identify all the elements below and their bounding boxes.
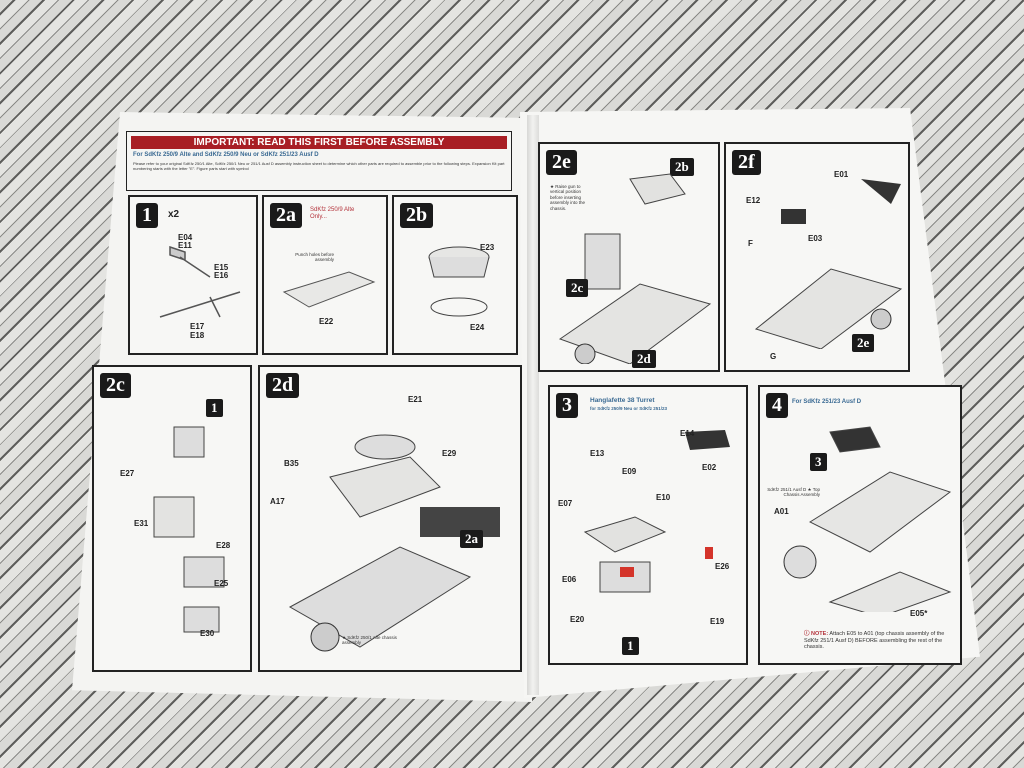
part-label: E10: [656, 493, 671, 502]
part-label: E24: [470, 323, 485, 332]
part-label: E28: [216, 541, 231, 550]
reference-badge: 2b: [670, 158, 694, 176]
halftrack-assembly-drawing: [558, 173, 712, 364]
step-number: 4: [766, 393, 788, 418]
note-text: Attach E05 to A01 (top chassis assembly …: [804, 631, 945, 651]
step-1-panel: 1 x2 E04 E11 E15 E16 E17 E18: [128, 195, 258, 355]
step-note: ★ Raise gun to vertical position before …: [550, 184, 586, 211]
warning-icon: ⓘ: [804, 631, 810, 637]
part-label: E21: [408, 395, 423, 404]
reference-badge: 2c: [566, 279, 589, 297]
part-label: E22: [319, 317, 334, 326]
punch-note: Punch holes before assembly: [295, 252, 334, 263]
part-label: E27: [120, 469, 135, 478]
part-label: E01: [834, 170, 849, 179]
part-label: A01: [774, 507, 789, 516]
header-title: IMPORTANT: READ THIS FIRST BEFORE ASSEMB…: [131, 136, 507, 149]
part-label: E03: [808, 234, 823, 243]
part-label: A17: [270, 497, 285, 506]
step-3-panel: 3 Hanglafette 38 Turret for SdKfz 250/9 …: [548, 385, 748, 665]
part-label: F: [748, 239, 753, 248]
step-number: 2e: [546, 150, 577, 175]
reference-badge: 2a: [460, 530, 483, 548]
reference-badge: 1: [622, 637, 639, 655]
step-2f-panel: 2f E01 E12 E03 F G 2e: [724, 142, 910, 372]
multiplier: x2: [168, 209, 180, 220]
halftrack-hull-drawing: [288, 434, 500, 652]
part-label: E15: [214, 263, 229, 272]
reference-badge: 2e: [852, 334, 875, 352]
part-label: E19: [710, 617, 725, 626]
step-title: For SdKfz 251/23 Ausf D: [792, 399, 862, 405]
step-2a-panel: 2a SdKfz 250/9 Alte Only... Punch holes …: [262, 195, 388, 355]
step-2d-panel: 2d 2a E21 B35 E29 A17 ★ SdKfz 250/1 Alte…: [258, 365, 522, 672]
part-label: E30: [200, 629, 215, 638]
part-label: G: [770, 352, 777, 361]
part-label: E11: [178, 241, 192, 250]
gun-drawing: [159, 245, 241, 318]
step-number: 2b: [400, 203, 434, 228]
part-label: E06: [562, 575, 577, 584]
part-label: E12: [746, 196, 761, 205]
part-label: E29: [442, 449, 457, 458]
part-label: E26: [715, 562, 730, 571]
reference-badge: 3: [810, 453, 827, 471]
step-2e-panel: 2e 2b ★ Raise gun to vertical position b…: [538, 142, 720, 372]
gun-mount-drawing: [153, 426, 225, 633]
chassis-drawing: [783, 426, 952, 612]
turret-drawing: [583, 430, 730, 593]
part-label: E16: [214, 271, 229, 280]
reference-badge: 1: [206, 399, 223, 417]
step-note: ★ SdKfz 250/1 Alte chassis assembly: [342, 635, 397, 646]
part-label: E02: [702, 463, 717, 472]
part-label: E04: [178, 233, 193, 242]
part-label: E07: [558, 499, 573, 508]
important-header: IMPORTANT: READ THIS FIRST BEFORE ASSEMB…: [126, 131, 512, 191]
header-instructions: Please refer to your original SdKfz 250/…: [133, 161, 505, 171]
step-number: 1: [136, 203, 158, 228]
part-label: E14: [680, 429, 695, 438]
step-number: 2d: [266, 373, 300, 398]
floor-plate-drawing: [282, 271, 376, 308]
part-label: E18: [190, 331, 205, 340]
step-title: Hanglafette 38 Turret: [590, 397, 655, 404]
reference-badge: 2d: [632, 350, 656, 368]
part-label: E20: [570, 615, 585, 624]
booklet-spine: [527, 115, 539, 695]
part-label: E31: [134, 519, 149, 528]
assembly-note: SdKfz 251/1 Ausf D ★ Top Chassis Assembl…: [767, 487, 820, 498]
part-label: E17: [190, 322, 205, 331]
step-number: 2a: [270, 203, 302, 228]
step-2b-panel: 2b E23 E24: [392, 195, 518, 355]
step-number: 2c: [100, 373, 131, 398]
assembly-warning: ⓘ NOTE: Attach E05 to A01 (top chassis a…: [804, 631, 954, 651]
part-label: E23: [480, 243, 495, 252]
part-label: E05*: [910, 609, 928, 618]
halftrack-detail-drawing: [754, 179, 903, 349]
part-label: E13: [590, 449, 605, 458]
step-number: 3: [556, 393, 578, 418]
step-note: SdKfz 250/9 Alte Only...: [310, 207, 355, 221]
header-subtitle: For SdKfz 250/9 Alte and SdKfz 250/9 Neu…: [133, 152, 319, 158]
step-subtitle: for SdKfz 250/9 Neu or SdKfz 251/23: [590, 406, 668, 411]
step-number: 2f: [732, 150, 761, 175]
part-label: E09: [622, 467, 637, 476]
note-label: NOTE:: [811, 631, 829, 637]
part-label: B35: [284, 459, 299, 468]
part-label: E25: [214, 579, 229, 588]
ring-drawing: [428, 246, 490, 317]
step-2c-panel: 2c 1 E27 E31 E28 E25 E30: [92, 365, 252, 672]
step-4-panel: 4 For SdKfz 251/23 Ausf D 3 SdKfz 251/1 …: [758, 385, 962, 665]
